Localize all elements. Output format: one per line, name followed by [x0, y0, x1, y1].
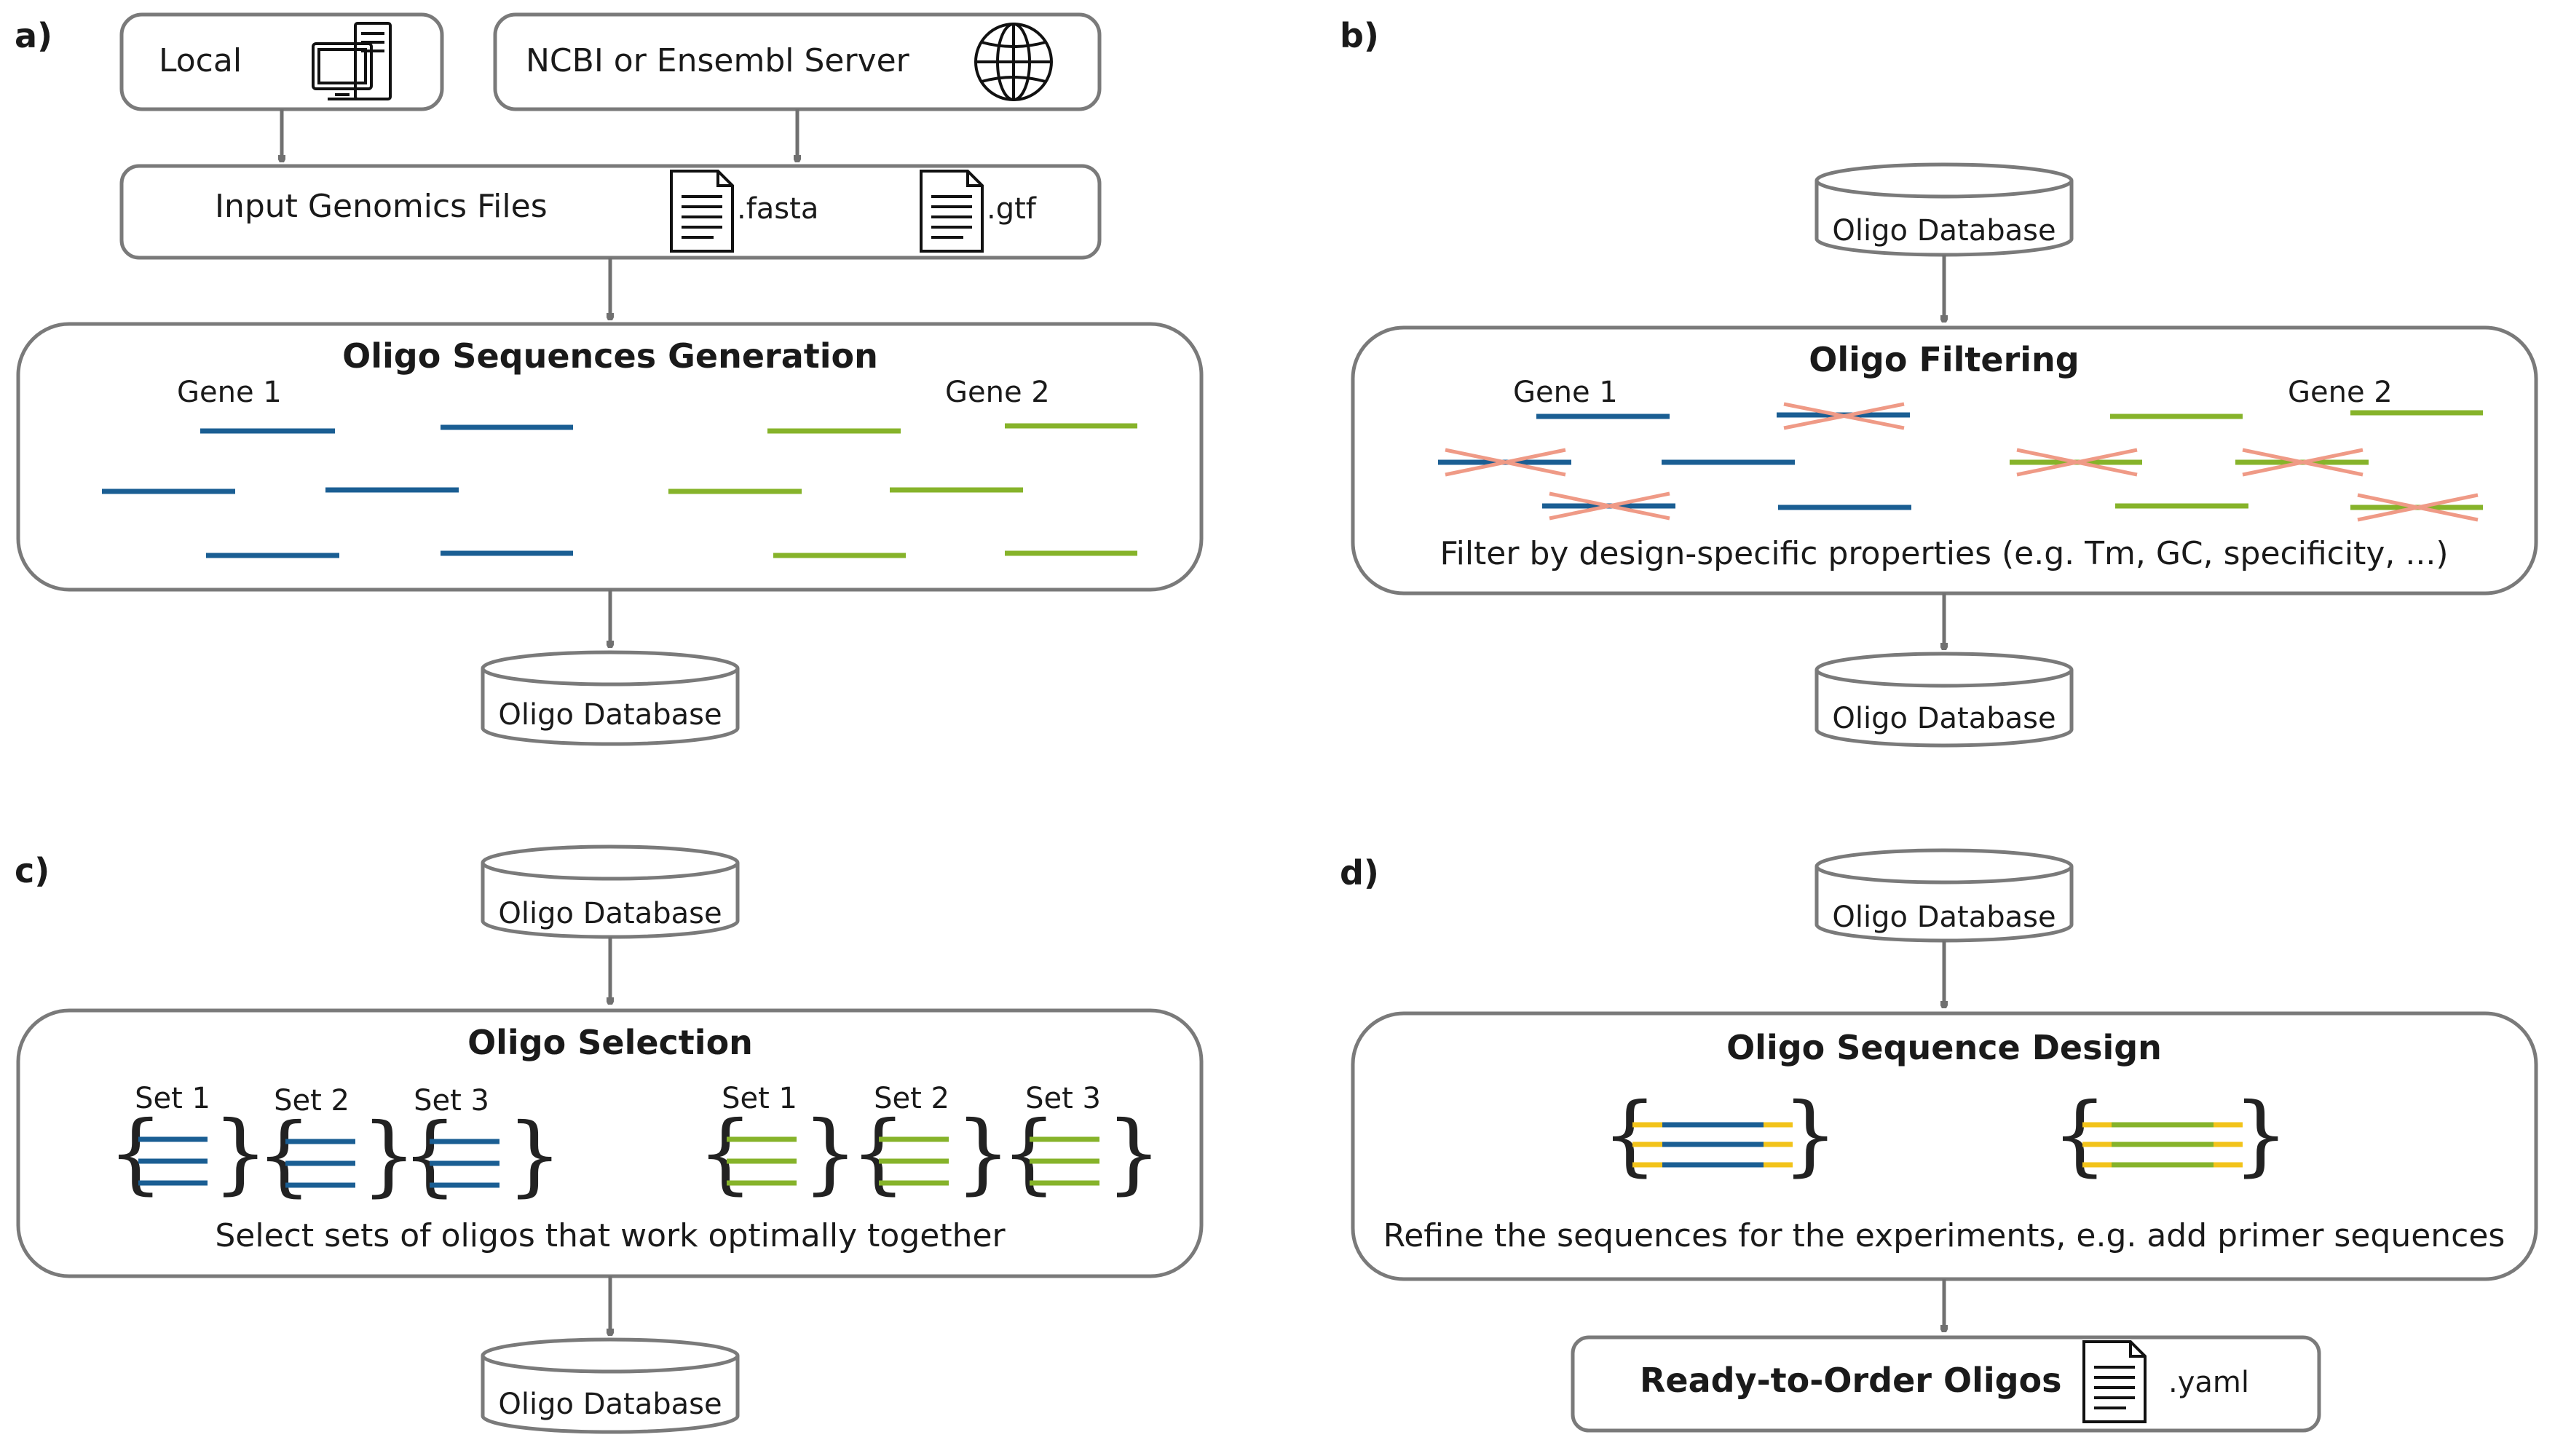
- designed-oligo-set-gene2: { }: [2052, 1085, 2289, 1186]
- oligo-database-cylinder: [1814, 652, 2074, 748]
- oligo-set-gene1-set2: { }: [256, 1105, 416, 1206]
- oligo-database-cylinder: [481, 1337, 740, 1434]
- oligo-database-cylinder: [1814, 848, 2074, 943]
- fasta-extension: .fasta: [737, 192, 818, 226]
- design-caption: Refine the sequences for the experiments…: [1383, 1217, 2505, 1254]
- panel-d-label: d): [1340, 853, 1379, 893]
- panel-d: d) Oligo Database Oligo Sequence Design …: [1340, 848, 2538, 1433]
- panel-c-label: c): [15, 851, 50, 890]
- set-label: Set 2: [874, 1082, 949, 1115]
- globe-icon: [974, 23, 1053, 101]
- brace-right: }: [802, 1103, 858, 1204]
- input-files-label: Input Genomics Files: [215, 188, 548, 225]
- cross-mark: [1549, 491, 1670, 521]
- gene1-oligos: [102, 424, 573, 558]
- oligo-set-gene1-set3: { }: [402, 1105, 562, 1206]
- oligo-set-gene2-set3: { }: [1001, 1103, 1161, 1204]
- panel-a: a) Local NCBI or Ensembl Server: [15, 12, 1204, 746]
- brace-right: }: [213, 1103, 268, 1204]
- document-icon: [920, 170, 984, 253]
- cross-mark: [2242, 448, 2364, 477]
- filtering-caption: Filter by design-specific properties (e.…: [1440, 535, 2449, 572]
- brace-left: {: [698, 1103, 753, 1204]
- selection-caption: Select sets of oligos that work optimall…: [215, 1217, 1006, 1254]
- brace-right: }: [1106, 1103, 1161, 1204]
- oligo-database-label: Oligo Database: [498, 698, 722, 732]
- brace-left: {: [850, 1103, 906, 1204]
- oligo-set-gene2-set1: { }: [698, 1103, 858, 1204]
- cross-mark: [1445, 448, 1566, 477]
- brace-right: }: [361, 1105, 416, 1206]
- brace-left: {: [1001, 1103, 1057, 1204]
- panel-a-label: a): [15, 16, 52, 55]
- cross-mark: [1783, 402, 1905, 430]
- yaml-extension: .yaml: [2168, 1366, 2249, 1399]
- brace-left: {: [402, 1105, 457, 1206]
- oligo-set-gene1-set1: { }: [108, 1103, 268, 1204]
- brace-left: {: [108, 1103, 163, 1204]
- document-icon: [670, 170, 734, 253]
- panel-b: b) Oligo Database Oligo Filtering Gene 1…: [1340, 16, 2538, 748]
- oligo-database-label: Oligo Database: [1832, 901, 2056, 934]
- cross-mark: [2016, 448, 2138, 477]
- oligo-database-label: Oligo Database: [1832, 214, 2056, 248]
- brace-right: }: [955, 1103, 1011, 1204]
- filter-cross-marks: [1445, 402, 2479, 522]
- design-title: Oligo Sequence Design: [1726, 1028, 2162, 1067]
- filtering-title: Oligo Filtering: [1809, 340, 2079, 379]
- oligo-database-cylinder: [1814, 162, 2074, 257]
- brace-left: {: [1602, 1085, 1657, 1186]
- local-label: Local: [159, 42, 242, 79]
- oligo-set-gene2-set2: { }: [850, 1103, 1011, 1204]
- designed-oligo-set-gene1: { }: [1602, 1085, 1838, 1186]
- set-label: Set 2: [274, 1084, 350, 1117]
- server-label: NCBI or Ensembl Server: [526, 42, 910, 79]
- set-label: Set 3: [414, 1084, 489, 1117]
- gene2-label: Gene 2: [2288, 376, 2393, 409]
- gene2-label: Gene 2: [945, 376, 1050, 409]
- panel-c: c) Oligo Database Oligo Selection Set 1 …: [15, 844, 1204, 1434]
- computer-icon: [312, 22, 392, 100]
- generation-title: Oligo Sequences Generation: [342, 336, 878, 376]
- brace-left: {: [2052, 1085, 2107, 1186]
- document-icon: [2082, 1340, 2147, 1423]
- selection-title: Oligo Selection: [467, 1023, 753, 1062]
- cross-mark: [2357, 493, 2479, 522]
- brace-right: }: [1782, 1085, 1838, 1186]
- gtf-extension: .gtf: [987, 192, 1037, 226]
- brace-right: }: [2233, 1085, 2289, 1186]
- brace-right: }: [507, 1105, 562, 1206]
- oligo-database-cylinder: [481, 650, 740, 746]
- oligo-database-label: Oligo Database: [1832, 702, 2056, 735]
- set-label: Set 1: [722, 1082, 797, 1115]
- gene1-label: Gene 1: [177, 376, 282, 409]
- gene1-label: Gene 1: [1513, 376, 1618, 409]
- output-label: Ready-to-Order Oligos: [1640, 1361, 2062, 1400]
- oligo-database-cylinder: [481, 844, 740, 939]
- brace-left: {: [256, 1105, 312, 1206]
- oligo-database-label: Oligo Database: [498, 1388, 722, 1421]
- oligo-database-label: Oligo Database: [498, 897, 722, 930]
- set-label: Set 3: [1025, 1082, 1101, 1115]
- gene2-oligos: [668, 423, 1137, 558]
- panel-b-label: b): [1340, 16, 1379, 55]
- set-label: Set 1: [135, 1082, 210, 1115]
